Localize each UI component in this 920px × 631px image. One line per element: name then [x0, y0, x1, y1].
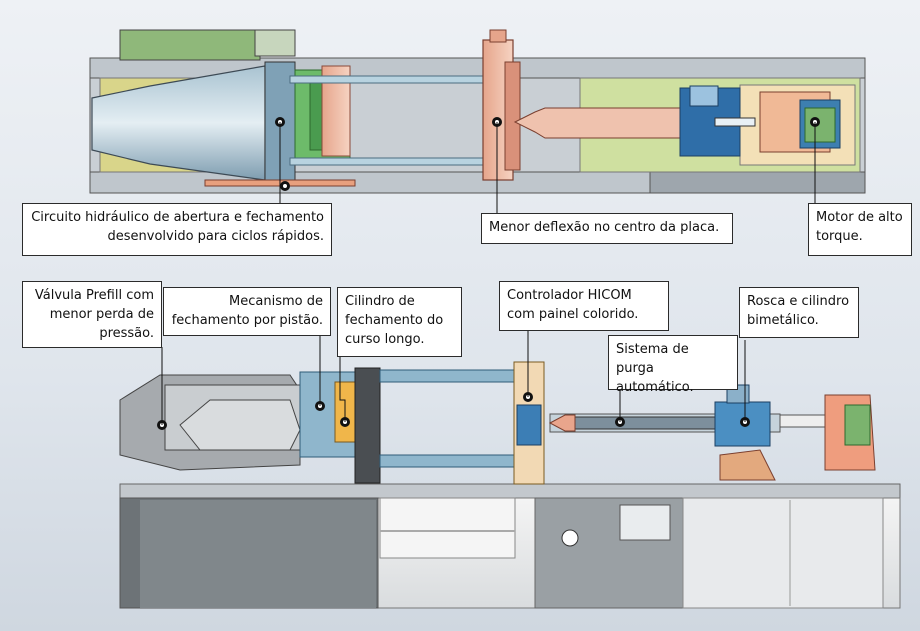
callout-hydraulic-circuit: Circuito hidráulico de abertura e fecham… — [22, 203, 332, 256]
callout-piston-closing: Mecanismo de fechamento por pistão. — [163, 287, 331, 336]
callout-high-torque-motor: Motor de alto torque. — [808, 203, 912, 256]
top-section-view — [89, 29, 866, 194]
callout-less-deflection: Menor deflexão no centro da placa. — [481, 213, 733, 244]
bottom-leader-lines — [161, 330, 746, 425]
callout-hicom-controller: Controlador HICOM com painel colorido. — [499, 281, 669, 331]
callout-purge-system: Sistema de purga automático. — [608, 335, 738, 395]
callout-screw-barrel: Rosca e cilindro bimetálico. — [739, 287, 859, 338]
callout-long-stroke-cylinder: Cilindro de fechamento do curso longo. — [337, 287, 462, 357]
bottom-exterior-view — [119, 361, 901, 609]
top-leader-lines — [279, 122, 816, 213]
callout-prefill-valve: Válvula Prefill com menor perda de press… — [22, 281, 162, 348]
